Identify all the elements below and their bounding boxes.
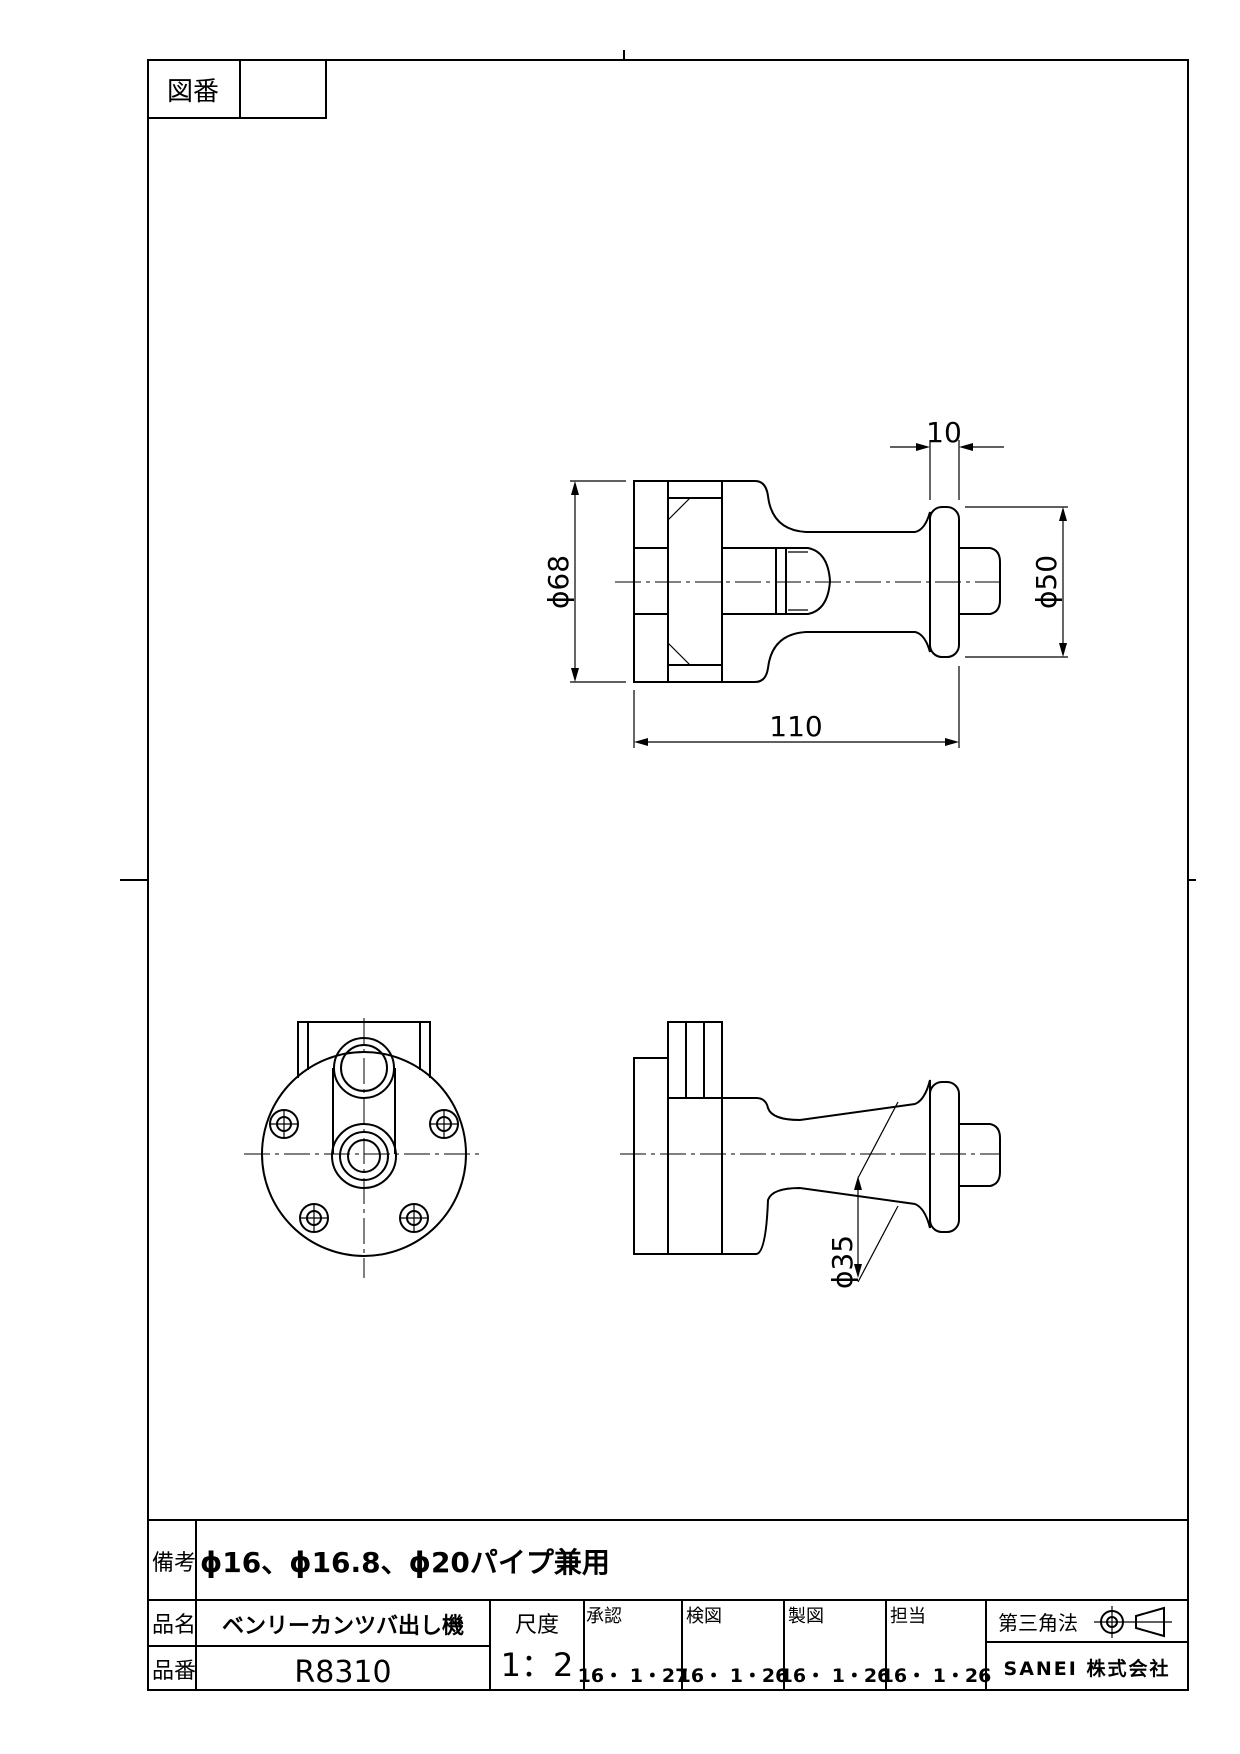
scale-label: 尺度 — [515, 1613, 559, 1638]
number-value: R8310 — [294, 1655, 391, 1690]
sheet-frame — [120, 50, 1196, 1691]
remarks-label: 備考 — [152, 1551, 196, 1576]
projection-label: 第三角法 — [998, 1611, 1078, 1635]
front-view — [244, 1018, 484, 1278]
approved-label: 承認 — [586, 1606, 622, 1627]
checked-date: 16・ 1・26 — [678, 1665, 789, 1687]
remarks-value: ϕ16、ϕ16.8、ϕ20パイプ兼用 — [200, 1546, 610, 1579]
dim-flange-thickness: 10 — [926, 416, 962, 449]
side-view: ϕ35 — [620, 1021, 1001, 1289]
charge-date: 16・ 1・26 — [881, 1665, 992, 1687]
company-name: SANEI 株式会社 — [1004, 1657, 1171, 1680]
charge-label: 担当 — [890, 1606, 926, 1627]
number-label: 品番 — [152, 1659, 196, 1684]
scale-value: 1：2 — [501, 1646, 574, 1684]
dim-flange-diameter: ϕ50 — [1030, 555, 1063, 609]
dim-overall-length: 110 — [769, 710, 822, 743]
drawn-label: 製図 — [788, 1606, 824, 1627]
dim-neck-diameter: ϕ35 — [826, 1235, 859, 1289]
name-label: 品名 — [152, 1613, 196, 1638]
title-block: 備考 ϕ16、ϕ16.8、ϕ20パイプ兼用 品名 ベンリーカンツバ出し機 品番 … — [148, 1519, 1188, 1690]
top-view: ϕ68 ϕ50 110 10 — [542, 416, 1068, 748]
dim-body-diameter: ϕ68 — [542, 555, 575, 609]
drawing-number-box: 図番 — [147, 59, 327, 119]
approved-date: 16・ 1・27 — [578, 1665, 689, 1687]
drawing-number-label: 図番 — [167, 77, 219, 107]
drawn-date: 16・ 1・26 — [780, 1665, 891, 1687]
name-value: ベンリーカンツバ出し機 — [222, 1614, 464, 1639]
third-angle-projection-icon — [1094, 1606, 1172, 1638]
checked-label: 検図 — [686, 1606, 722, 1627]
